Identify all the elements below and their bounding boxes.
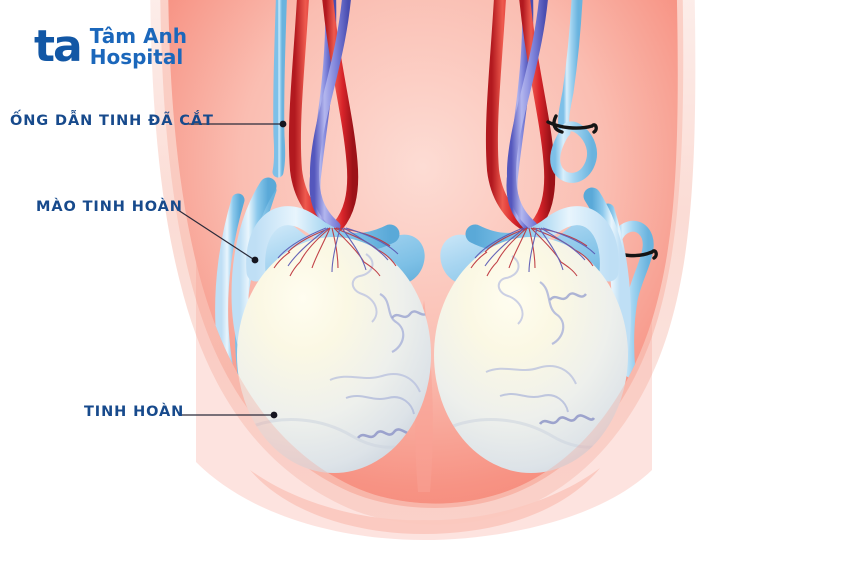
logo-line-2: Hospital (89, 45, 184, 70)
vas-deferens-right-upper-stem (558, 0, 584, 138)
logo-line-1: Tâm Anh (89, 24, 188, 48)
testicular-artery-left-2 (320, 0, 359, 232)
suture-tie-upper-right (546, 114, 598, 134)
label-epididymis: MÀO TINH HOÀN (36, 199, 183, 215)
scrotum-base-highlight (250, 468, 600, 534)
pampiniform-vein-left-2 (309, 0, 353, 231)
testicular-artery-right-2 (517, 0, 556, 232)
testicular-artery-right (485, 0, 533, 232)
logo-wordmark: Tâm Anh Hospital (89, 24, 188, 70)
testicle-right (434, 237, 628, 473)
testicle-left (237, 237, 431, 473)
scrotum-front-veil (196, 262, 652, 540)
label-vas-deferens-cut: ỐNG DẪN TINH ĐÃ CẮT (10, 113, 214, 129)
spermatic-cord-right (485, 0, 556, 232)
capillary-network-left (273, 227, 399, 277)
vas-deferens-left-upper-cut (272, 0, 288, 178)
spermatic-cord-left (288, 0, 359, 232)
pampiniform-vein-right-2 (506, 0, 550, 231)
capillary-network-right (470, 227, 596, 277)
testicular-artery-left (288, 0, 336, 232)
epididymis-right-head-arc (465, 206, 619, 282)
vas-deferens-right-ligated (546, 0, 598, 183)
epididymis-left-head-arc (246, 206, 400, 282)
logo-mark-ta: ta (34, 21, 83, 73)
label-testicle: TINH HOÀN (84, 404, 185, 420)
brand-logo: ta Tâm Anh Hospital (34, 21, 188, 73)
